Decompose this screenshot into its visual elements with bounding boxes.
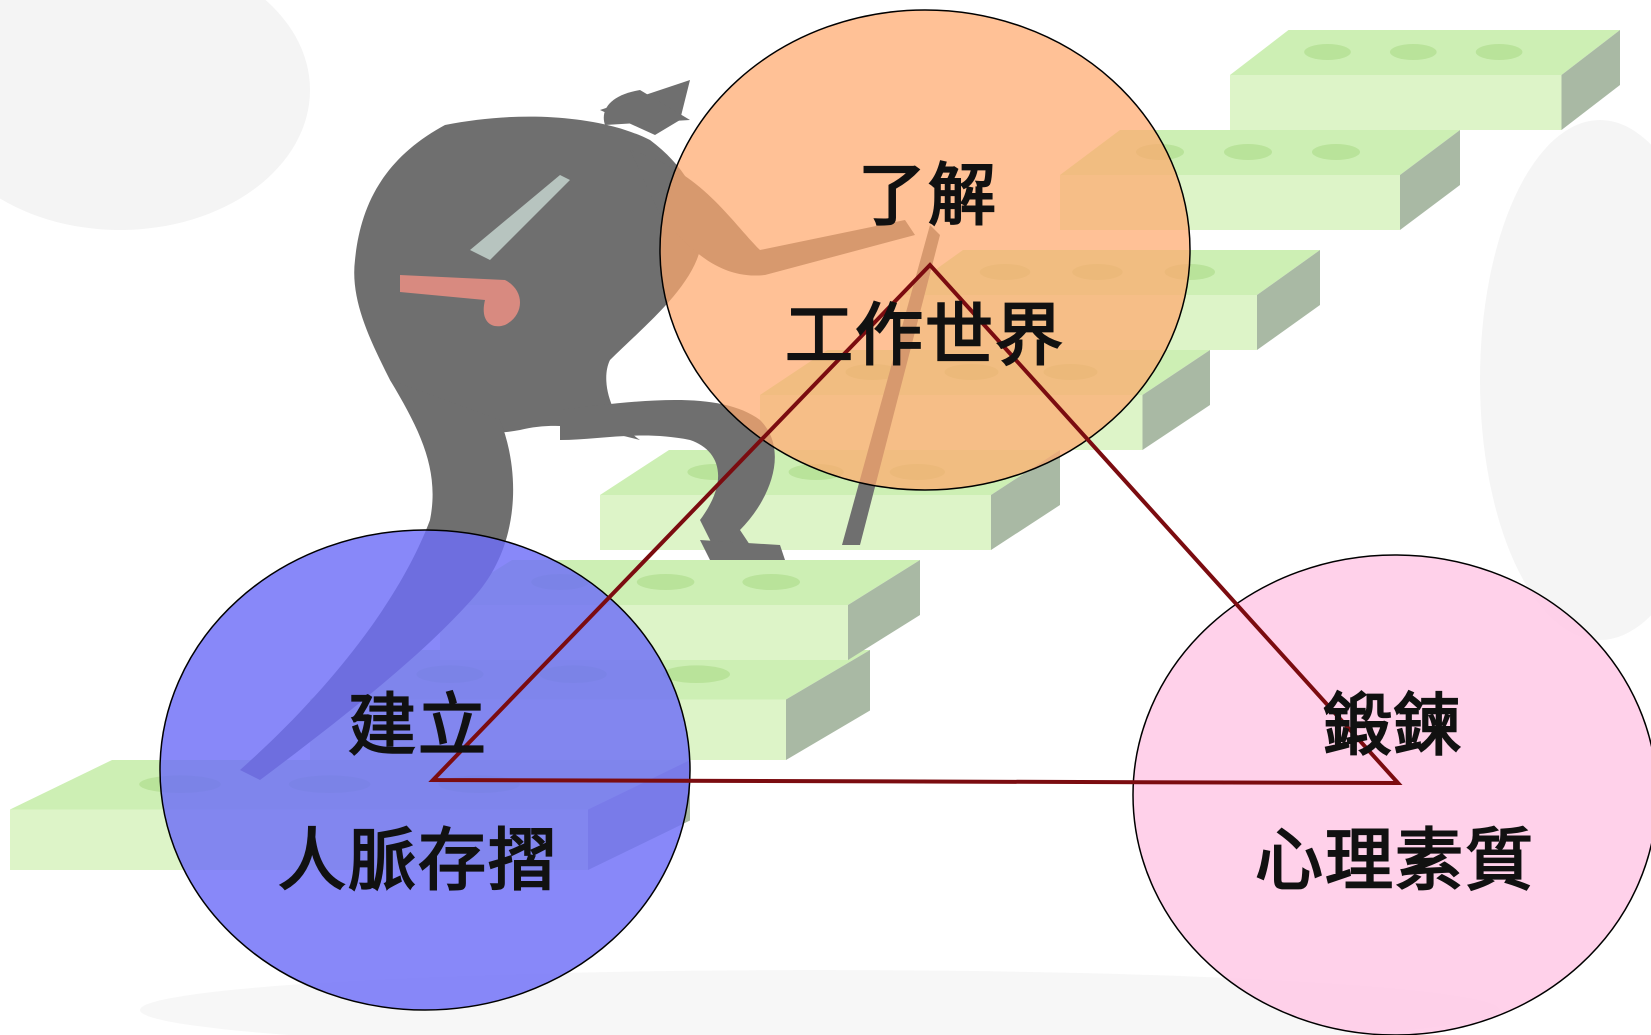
- node-circle-network: [159, 529, 691, 1011]
- stair-step-side: [786, 650, 870, 760]
- stair-step-front: [1230, 75, 1562, 130]
- bill-oval: [1389, 44, 1437, 60]
- stair-step-side: [1561, 30, 1620, 130]
- bill-oval: [742, 574, 800, 590]
- bill-oval: [636, 574, 695, 590]
- node-label-mental-line2: 心理素質: [1254, 822, 1536, 901]
- stair-step-side: [1257, 250, 1320, 350]
- bill-oval: [1312, 144, 1360, 160]
- stair-step-side: [991, 450, 1060, 550]
- node-circle-mental: [1132, 554, 1651, 1035]
- stair-step-front: [600, 495, 991, 550]
- node-circle-understand: [659, 9, 1191, 491]
- stair-step-side: [848, 560, 920, 660]
- bill-oval: [1224, 144, 1272, 160]
- node-label-understand-line1: 了解: [857, 157, 999, 236]
- stair-step-side: [1400, 130, 1460, 230]
- connecting-triangle: [428, 262, 1403, 786]
- bill-oval: [1304, 44, 1351, 60]
- node-label-understand-line2: 工作世界: [784, 297, 1066, 376]
- node-label-network-line2: 人脈存摺: [277, 822, 559, 901]
- bill-oval: [1475, 44, 1523, 60]
- stair-step-side: [1142, 350, 1210, 450]
- node-label-mental-line1: 鍛鍊: [1322, 687, 1464, 766]
- node-label-network-line1: 建立: [347, 687, 489, 766]
- bill-oval: [662, 665, 731, 683]
